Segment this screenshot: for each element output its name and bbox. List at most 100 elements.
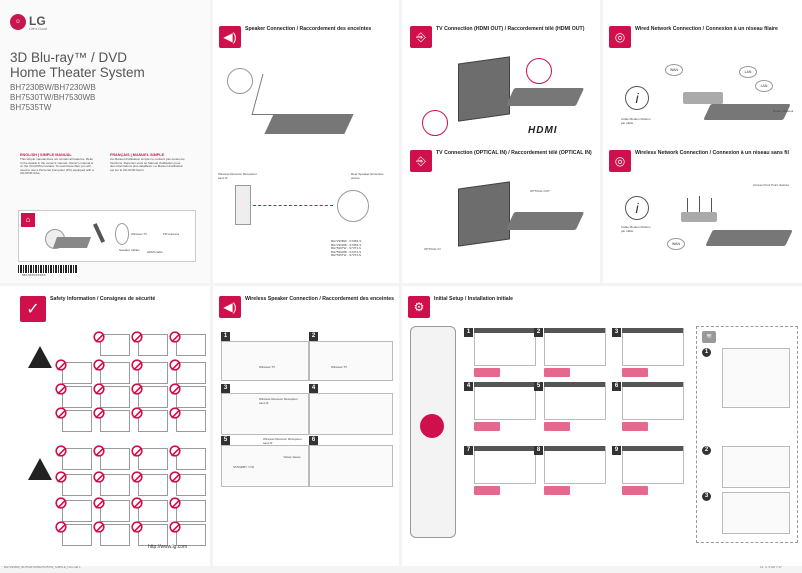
wired-title: Wired Network Connection / Connexion à u… xyxy=(635,26,778,32)
spk-step-4: 4 xyxy=(309,384,318,393)
wifi-step-2-screen xyxy=(722,446,790,488)
optical-header: ⎆ TV Connection (OPTICAL IN) / Raccordem… xyxy=(410,150,596,172)
model-list: BH7230BW/BH7230WB BH7530TW/BH7530WB BH75… xyxy=(10,83,96,113)
wireless-tv-label-2: Wireless TV xyxy=(331,365,348,369)
product-title: 3D Blu-ray™ / DVD Home Theater System xyxy=(10,50,145,80)
tv-plug-icon-2: ⎆ xyxy=(410,150,432,172)
prohibited-icon xyxy=(169,383,181,395)
setup-step-2-screen xyxy=(544,328,606,366)
safety-pictogram xyxy=(62,410,92,432)
hdmi-out-zoom xyxy=(526,58,552,84)
footer-file-name: BH7230BW_BH7530TW/BH7535TW_SIMPLE_NA.ind… xyxy=(4,565,81,569)
wireless-net-title: Wireless Network Connection / Connexion … xyxy=(635,150,789,156)
prohibited-icon xyxy=(169,471,181,483)
prohibited-icon xyxy=(131,331,143,343)
prohibited-icon xyxy=(55,359,67,371)
optical-in-label: OPTICAL IN xyxy=(424,247,441,251)
player-unit-icon xyxy=(52,237,92,248)
safety-pictogram xyxy=(138,362,168,384)
spk-step-2-panel xyxy=(309,341,393,381)
tv-screen-hdmi xyxy=(458,56,510,122)
antenna-2 xyxy=(699,196,700,212)
safety-title: Safety Information / Consignes de sécuri… xyxy=(50,296,156,302)
wan-badge-1: WAN xyxy=(665,64,683,76)
safety-pictogram xyxy=(176,474,206,496)
lan-badge-1: LAN xyxy=(739,66,757,78)
accessory-wireless-tv: Wireless TV xyxy=(131,232,148,236)
accessory-fm-antenna: FM antenna xyxy=(163,232,180,236)
speaker-model-3: BH7530TW - S73T1-S xyxy=(331,246,362,251)
setup-step-3-menu-bar xyxy=(622,328,683,333)
prohibited-icon xyxy=(131,445,143,457)
spk-step-3: 3 xyxy=(221,384,230,393)
prohibited-icon xyxy=(93,407,105,419)
safety-panel: ✓ Safety Information / Consignes de sécu… xyxy=(0,286,210,566)
setup-step-3-screen xyxy=(622,328,684,366)
player-hdmi xyxy=(505,88,585,106)
accessories-box: ⌂ Wireless TV FM antenna Speaker cables … xyxy=(18,210,196,262)
setup-step-8-key-hint xyxy=(544,486,570,495)
footer-timestamp: 12. 4. 5 AM 7:47 xyxy=(760,565,782,569)
barcode-number: MFL6XXXXXXXX xyxy=(22,273,46,277)
setup-step-8-screen xyxy=(544,446,606,484)
safety-pictogram xyxy=(138,500,168,522)
model-2: BH7530TW/BH7530WB xyxy=(10,93,96,102)
player-body xyxy=(264,114,354,134)
wired-header: ◎ Wired Network Connection / Connexion à… xyxy=(609,26,795,48)
rear-speaker-label: Rear Speaker Enceintes arrière xyxy=(351,172,384,180)
safety-pictogram xyxy=(62,448,92,470)
info-icon-2: i xyxy=(625,196,649,220)
safety-pictogram xyxy=(138,524,168,546)
wireless-spk-header: ◀) Wireless Speaker Connection / Raccord… xyxy=(219,296,395,318)
speaker-connection-header: ◀) Speaker Connection / Raccordement des… xyxy=(219,26,395,48)
setup-step-5-key-hint xyxy=(544,422,570,431)
cable-modem-label-1: Cable Modem Modem par câble xyxy=(621,117,651,125)
safety-pictogram xyxy=(138,448,168,470)
prohibited-icon xyxy=(169,445,181,457)
safety-pictogram xyxy=(176,500,206,522)
globe-icon: ◎ xyxy=(609,26,631,48)
brand-name: LG xyxy=(29,14,46,28)
setup-header: ⚙ Initial Setup / Installation initiale xyxy=(408,296,594,318)
accessory-hdmi-cable: HDMI cable xyxy=(147,250,163,254)
hdmi-logo: HDMI xyxy=(528,125,558,136)
setup-step-3-key-hint xyxy=(622,368,648,377)
speaker-model-1: BH7230BW - S73B1-S xyxy=(331,239,362,243)
prohibited-icon xyxy=(169,359,181,371)
exclamation-warning-icon xyxy=(28,458,52,480)
info-icon: i xyxy=(625,86,649,110)
safety-pictogram xyxy=(100,500,130,522)
optical-out-label: OPTICAL OUT xyxy=(530,189,550,193)
setup-step-2-menu-bar xyxy=(544,328,605,333)
prohibited-icon xyxy=(169,521,181,533)
antenna-1 xyxy=(687,198,688,212)
spk-step-1: 1 xyxy=(221,332,230,341)
prohibited-icon xyxy=(55,521,67,533)
globe-icon-2: ◎ xyxy=(609,150,631,172)
prohibited-icon xyxy=(131,383,143,395)
access-point-label: Access Point Point d'accès xyxy=(753,183,789,187)
speaker-model-4: BH7530WB - S73T1-S xyxy=(331,249,362,254)
setup-step-8: 8 xyxy=(534,446,543,455)
optical-title: TV Connection (OPTICAL IN) / Raccordemen… xyxy=(436,150,592,156)
receiver-label: Wireless Receiver Récepteur sans fil xyxy=(218,172,257,180)
setup-step-4-key-hint xyxy=(474,422,500,431)
prohibited-icon xyxy=(93,331,105,343)
speaker-connection-panel: ◀) Speaker Connection / Raccordement des… xyxy=(213,0,399,283)
setup-step-1: 1 xyxy=(464,328,473,337)
wan-badge-2: WAN xyxy=(667,238,685,250)
spk-step-5: 5 xyxy=(221,436,230,445)
wireless-receiver-sketch xyxy=(235,185,251,225)
safety-pictogram xyxy=(100,386,130,408)
prohibited-icon xyxy=(131,359,143,371)
wifi-step-3-screen xyxy=(722,492,790,534)
cable-modem-label-2: Cable Modem Modem par câble xyxy=(621,225,651,233)
wifi-step-2: 2 xyxy=(702,446,711,455)
website-url[interactable]: http://www.lg.com xyxy=(148,544,188,550)
barcode xyxy=(18,265,78,273)
tv-plug-icon: ⎆ xyxy=(410,26,432,48)
tv-connection-panel: ⎆ TV Connection (HDMI OUT) / Raccordemen… xyxy=(402,0,600,283)
box-icon: ⌂ xyxy=(21,213,35,227)
remote-dpad xyxy=(420,414,444,438)
prohibited-icon xyxy=(93,359,105,371)
